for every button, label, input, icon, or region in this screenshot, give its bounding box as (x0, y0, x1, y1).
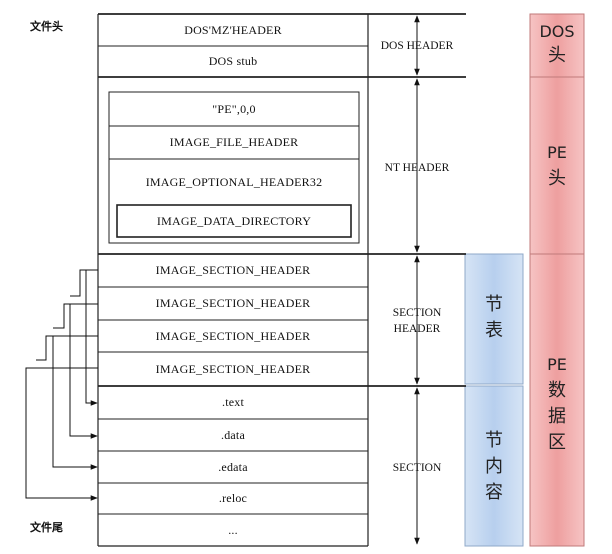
image-data-directory: IMAGE_DATA_DIRECTORY (156, 213, 312, 228)
dos-head-band (529, 13, 585, 78)
pe-data-band (529, 253, 585, 547)
section-content-band (464, 385, 524, 547)
dos-stub: DOS stub (208, 54, 258, 68)
section-header-4: IMAGE_SECTION_HEADER (155, 361, 311, 376)
dos-header-region-label: DOS HEADER (380, 40, 454, 52)
section-region-label: SECTION (392, 462, 442, 474)
section-header-2: IMAGE_SECTION_HEADER (155, 296, 311, 310)
section-header-label-line-2: HEADER (393, 323, 441, 335)
image-optional-header: IMAGE_OPTIONAL_HEADER32 (145, 174, 323, 189)
section-header-region-label: SECTION HEADER (368, 305, 466, 337)
section-ellipsis: ... (228, 522, 238, 537)
dos-mz-header: DOS'MZ'HEADER (184, 22, 282, 37)
nt-header-region-label: NT HEADER (384, 162, 450, 174)
section-header-3: IMAGE_SECTION_HEADER (155, 328, 311, 343)
pe-head-band (529, 76, 585, 255)
section-content-label: 节 内 容 (485, 430, 503, 503)
file-tail-label: 文件尾 (30, 521, 63, 534)
section-text: .text (222, 395, 244, 409)
image-file-header: IMAGE_FILE_HEADER (169, 135, 299, 149)
pe-head-label: PE 头 (547, 143, 567, 189)
section-table-label: 节 表 (485, 294, 503, 341)
dos-head-label: DOS 头 (539, 22, 575, 66)
section-table-band (464, 253, 524, 385)
pe-signature: "PE",0,0 (212, 101, 256, 116)
section-header-1: IMAGE_SECTION_HEADER (155, 263, 311, 277)
section-data: .data (221, 427, 245, 442)
pe-data-label: PE 数 据 区 (547, 355, 567, 453)
file-head-label: 文件头 (30, 20, 63, 33)
section-header-label-line-1: SECTION (392, 307, 442, 319)
section-edata: .edata (218, 459, 248, 474)
section-reloc: .reloc (218, 491, 248, 505)
